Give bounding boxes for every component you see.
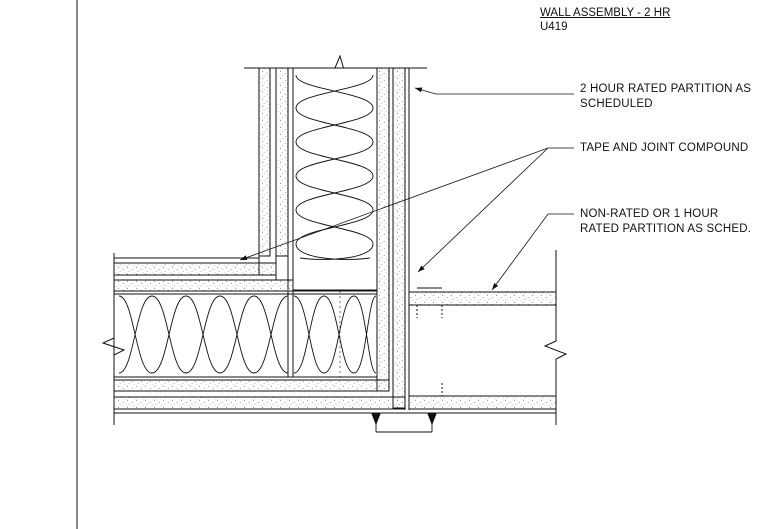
callout-non-rated-line2: RATED PARTITION AS SCHED. bbox=[580, 223, 752, 235]
right-gypsum-outer bbox=[392, 67, 406, 409]
callout-non-rated: NON-RATED OR 1 HOUR RATED PARTITION AS S… bbox=[580, 207, 751, 237]
callout-tape-joint-line1: TAPE AND JOINT COMPOUND bbox=[580, 142, 749, 154]
leader-lines bbox=[239, 87, 574, 291]
right-partition-top-gypsum bbox=[408, 291, 557, 306]
right-gypsum-inner bbox=[376, 67, 390, 392]
vertical-2hr-wall bbox=[244, 54, 427, 410]
horizontal-wall bbox=[101, 253, 409, 425]
callout-partition-2hr-line1: 2 HOUR RATED PARTITION AS bbox=[580, 83, 752, 95]
right-partition-bottom-gypsum bbox=[408, 395, 557, 410]
title-block: WALL ASSEMBLY - 2 HR U419 bbox=[540, 6, 670, 34]
leader-tape-joint-b bbox=[417, 147, 549, 273]
right-partition bbox=[408, 250, 568, 425]
bottom-gypsum-outer bbox=[113, 396, 406, 410]
left-break-line bbox=[101, 253, 126, 425]
top-gypsum-inner bbox=[113, 279, 294, 292]
lower-insulation-loops bbox=[118, 295, 377, 374]
drawing-title: WALL ASSEMBLY - 2 HR bbox=[540, 7, 671, 19]
left-gypsum-inner bbox=[275, 67, 289, 257]
leader-tape-joint-a bbox=[239, 147, 574, 261]
leader-partition-2hr bbox=[414, 87, 574, 95]
callout-tape-joint: TAPE AND JOINT COMPOUND bbox=[580, 141, 748, 156]
upper-insulation-cavity bbox=[292, 67, 378, 291]
bottom-gypsum-inner bbox=[113, 379, 390, 392]
leader-non-rated bbox=[491, 213, 574, 291]
callout-partition-2hr: 2 HOUR RATED PARTITION AS SCHEDULED bbox=[580, 82, 751, 112]
right-break-line bbox=[543, 250, 568, 425]
bottom-dimension-marks bbox=[371, 413, 437, 433]
callout-partition-2hr-line2: SCHEDULED bbox=[580, 98, 653, 110]
top-gypsum-outer bbox=[113, 262, 277, 276]
callout-non-rated-line1: NON-RATED OR 1 HOUR bbox=[580, 208, 719, 220]
drawing-subtitle: U419 bbox=[540, 21, 568, 33]
left-gypsum-outer bbox=[258, 67, 271, 257]
upper-insulation-loops bbox=[295, 74, 374, 260]
